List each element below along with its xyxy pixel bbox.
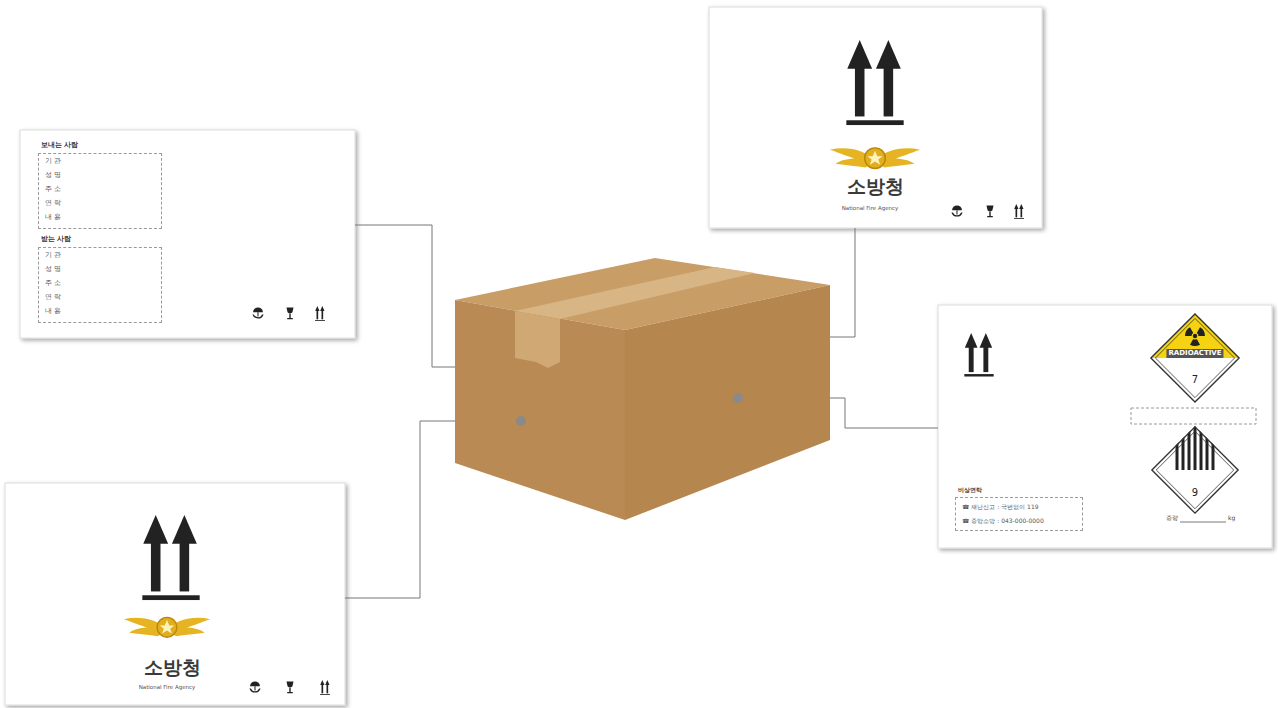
- label-card: 소방청 National Fire Agency: [5, 483, 345, 705]
- cardboard-box: [455, 258, 830, 520]
- hazard-card: 중량kgRADIOACTIVE79비상연락☎ 재난신고 : 국번없이 119☎ …: [938, 305, 1272, 548]
- address-card: 보내는 사람기 관성 명주 소연 락내 용받는 사람기 관성 명주 소연 락내 …: [20, 130, 355, 338]
- receiver-box: 받는 사람기 관성 명주 소연 락내 용: [38, 247, 162, 323]
- label-card: 소방청 National Fire Agency: [709, 7, 1042, 228]
- weight-underline: [1180, 522, 1226, 523]
- radioactive-yellow-half: [1151, 314, 1239, 358]
- agency-emblem: [830, 148, 920, 169]
- section-heading: 보내는 사람: [41, 142, 78, 149]
- agency-emblem: [124, 617, 210, 637]
- field-label: 기 관: [45, 252, 61, 259]
- sender-box: 보내는 사람기 관성 명주 소연 락내 용: [38, 153, 162, 229]
- field-label: 내 용: [45, 308, 61, 315]
- field-label: 연 락: [45, 200, 61, 207]
- agency-name: 소방청: [144, 658, 201, 677]
- hazard-class: 7: [1192, 375, 1198, 385]
- leader-lines: [345, 225, 938, 598]
- leader-dot: [516, 416, 526, 426]
- diamond-outline: [1150, 313, 1240, 403]
- field-label: 주 소: [45, 280, 61, 287]
- this-side-up-icon: [315, 306, 325, 321]
- this-side-up-icon: [320, 680, 330, 695]
- section-heading: 받는 사람: [41, 236, 71, 243]
- label-card: [709, 7, 1042, 228]
- fragile-icon: [287, 307, 294, 318]
- keep-dry-icon: [249, 681, 260, 692]
- contact-line: ☎ 재난신고 : 국번없이 119: [962, 504, 1039, 510]
- this-side-up-icon: [1014, 204, 1024, 219]
- field-label: 성 명: [45, 266, 61, 273]
- section-heading: 비상연락: [958, 487, 982, 493]
- label-card: [5, 483, 345, 705]
- this-side-up-symbol: [964, 333, 993, 377]
- weight-label: 중량: [1166, 515, 1178, 521]
- leader-dot: [733, 393, 743, 403]
- field-label: 주 소: [45, 186, 61, 193]
- keep-dry-icon: [252, 307, 263, 318]
- agency-name: 소방청: [847, 177, 904, 196]
- fragile-icon: [987, 205, 994, 216]
- trefoil-symbol: [1185, 327, 1205, 346]
- agency-english-name: National Fire Agency: [139, 685, 196, 691]
- contact-line: ☎ 중앙소방 : 043-000-0000: [962, 518, 1044, 524]
- this-side-up-symbol: [846, 40, 903, 125]
- field-label: 기 관: [45, 158, 61, 165]
- diamond-outline: [1151, 426, 1239, 514]
- label-card: [938, 305, 1272, 548]
- weight-unit: kg: [1228, 515, 1235, 521]
- field-label: 내 용: [45, 214, 61, 221]
- field-label: 연 락: [45, 294, 61, 301]
- keep-dry-icon: [951, 205, 962, 216]
- field-label: 성 명: [45, 172, 61, 179]
- fragile-icon: [287, 681, 294, 692]
- agency-english-name: National Fire Agency: [842, 206, 899, 212]
- hazard-class: 9: [1192, 488, 1198, 498]
- this-side-up-symbol: [142, 515, 199, 600]
- blank-field: [1131, 408, 1256, 424]
- radioactive-diamond: RADIOACTIVE 7: [1150, 313, 1240, 403]
- hazard-word: RADIOACTIVE: [1166, 349, 1223, 358]
- label-card: [20, 130, 355, 338]
- emergency-box: 비상연락☎ 재난신고 : 국번없이 119☎ 중앙소방 : 043-000-00…: [955, 497, 1083, 531]
- class9-diamond: 9: [1151, 426, 1239, 514]
